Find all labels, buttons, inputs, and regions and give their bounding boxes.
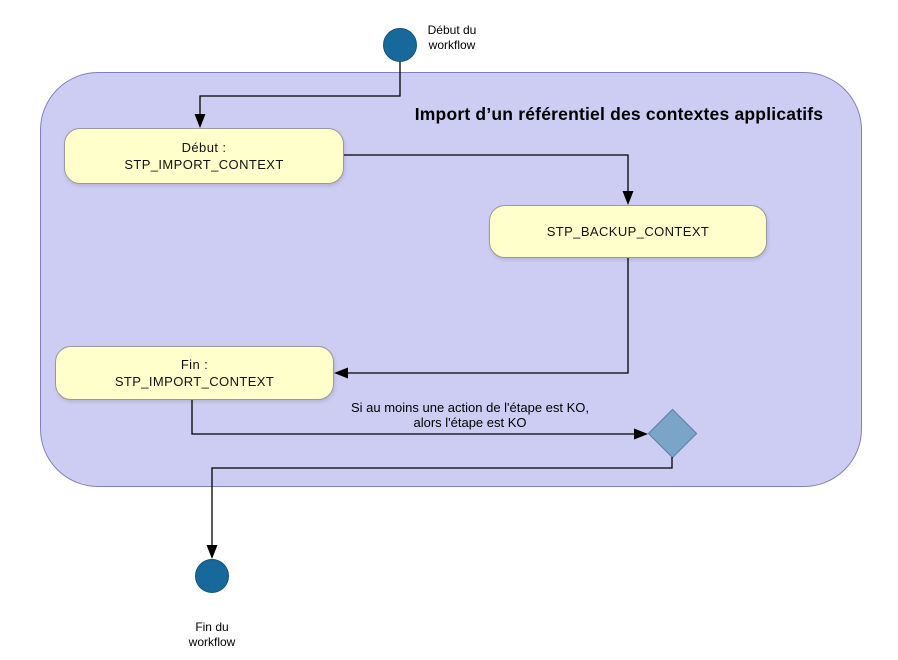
end-node: [195, 559, 229, 593]
step-label-line1: Fin :: [180, 357, 209, 372]
step-label-line2: STP_IMPORT_CONTEXT: [124, 157, 284, 172]
step-label-line2: STP_IMPORT_CONTEXT: [114, 374, 275, 389]
condition-note: Si au moins une action de l'étape est KO…: [350, 400, 590, 430]
step-debut-stp-import-context: Début : STP_IMPORT_CONTEXT: [64, 128, 344, 184]
workflow-title: Import d’un référentiel des contextes ap…: [414, 104, 824, 124]
step-label-line1: Début :: [181, 140, 227, 155]
step-label: STP_BACKUP_CONTEXT: [546, 224, 710, 239]
start-node-label: Début du workflow: [427, 23, 477, 52]
end-node-label: Fin du workflow: [188, 620, 236, 649]
step-stp-backup-context: STP_BACKUP_CONTEXT: [489, 205, 767, 258]
step-fin-stp-import-context: Fin : STP_IMPORT_CONTEXT: [55, 346, 334, 400]
start-node: [383, 28, 417, 62]
